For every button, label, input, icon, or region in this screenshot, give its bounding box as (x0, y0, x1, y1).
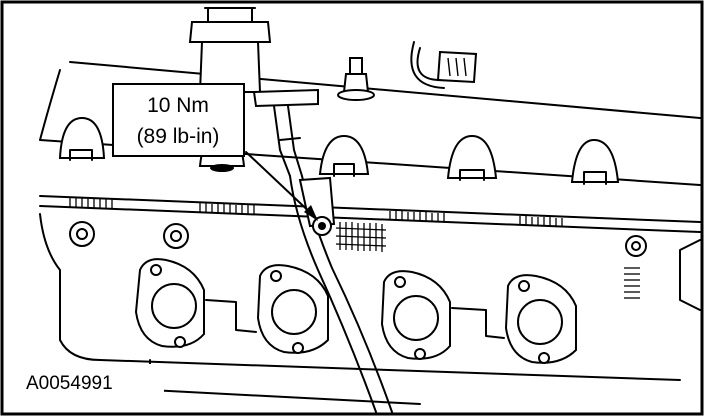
pcv-valve (337, 57, 375, 101)
tube-bracket-bolt (312, 216, 332, 236)
head-gasket-line (39, 195, 701, 233)
cylinder-head-body (39, 213, 701, 405)
torque-callout: 10 Nm (89 lb-in) (112, 83, 245, 157)
valve-cover-bolt-domes (58, 116, 620, 185)
callout-leader (245, 151, 317, 219)
oil-filler-cap (188, 7, 272, 93)
callout-arrowhead (304, 205, 318, 221)
electrical-connector (410, 41, 478, 89)
figure-id-label: A0054991 (26, 373, 113, 394)
exhaust-ports (134, 258, 577, 364)
dipstick-tube (252, 88, 319, 177)
torque-lbin-label: (89 lb-in) (137, 125, 220, 148)
torque-nm-label: 10 Nm (147, 94, 209, 117)
casting-hatch (335, 222, 640, 299)
